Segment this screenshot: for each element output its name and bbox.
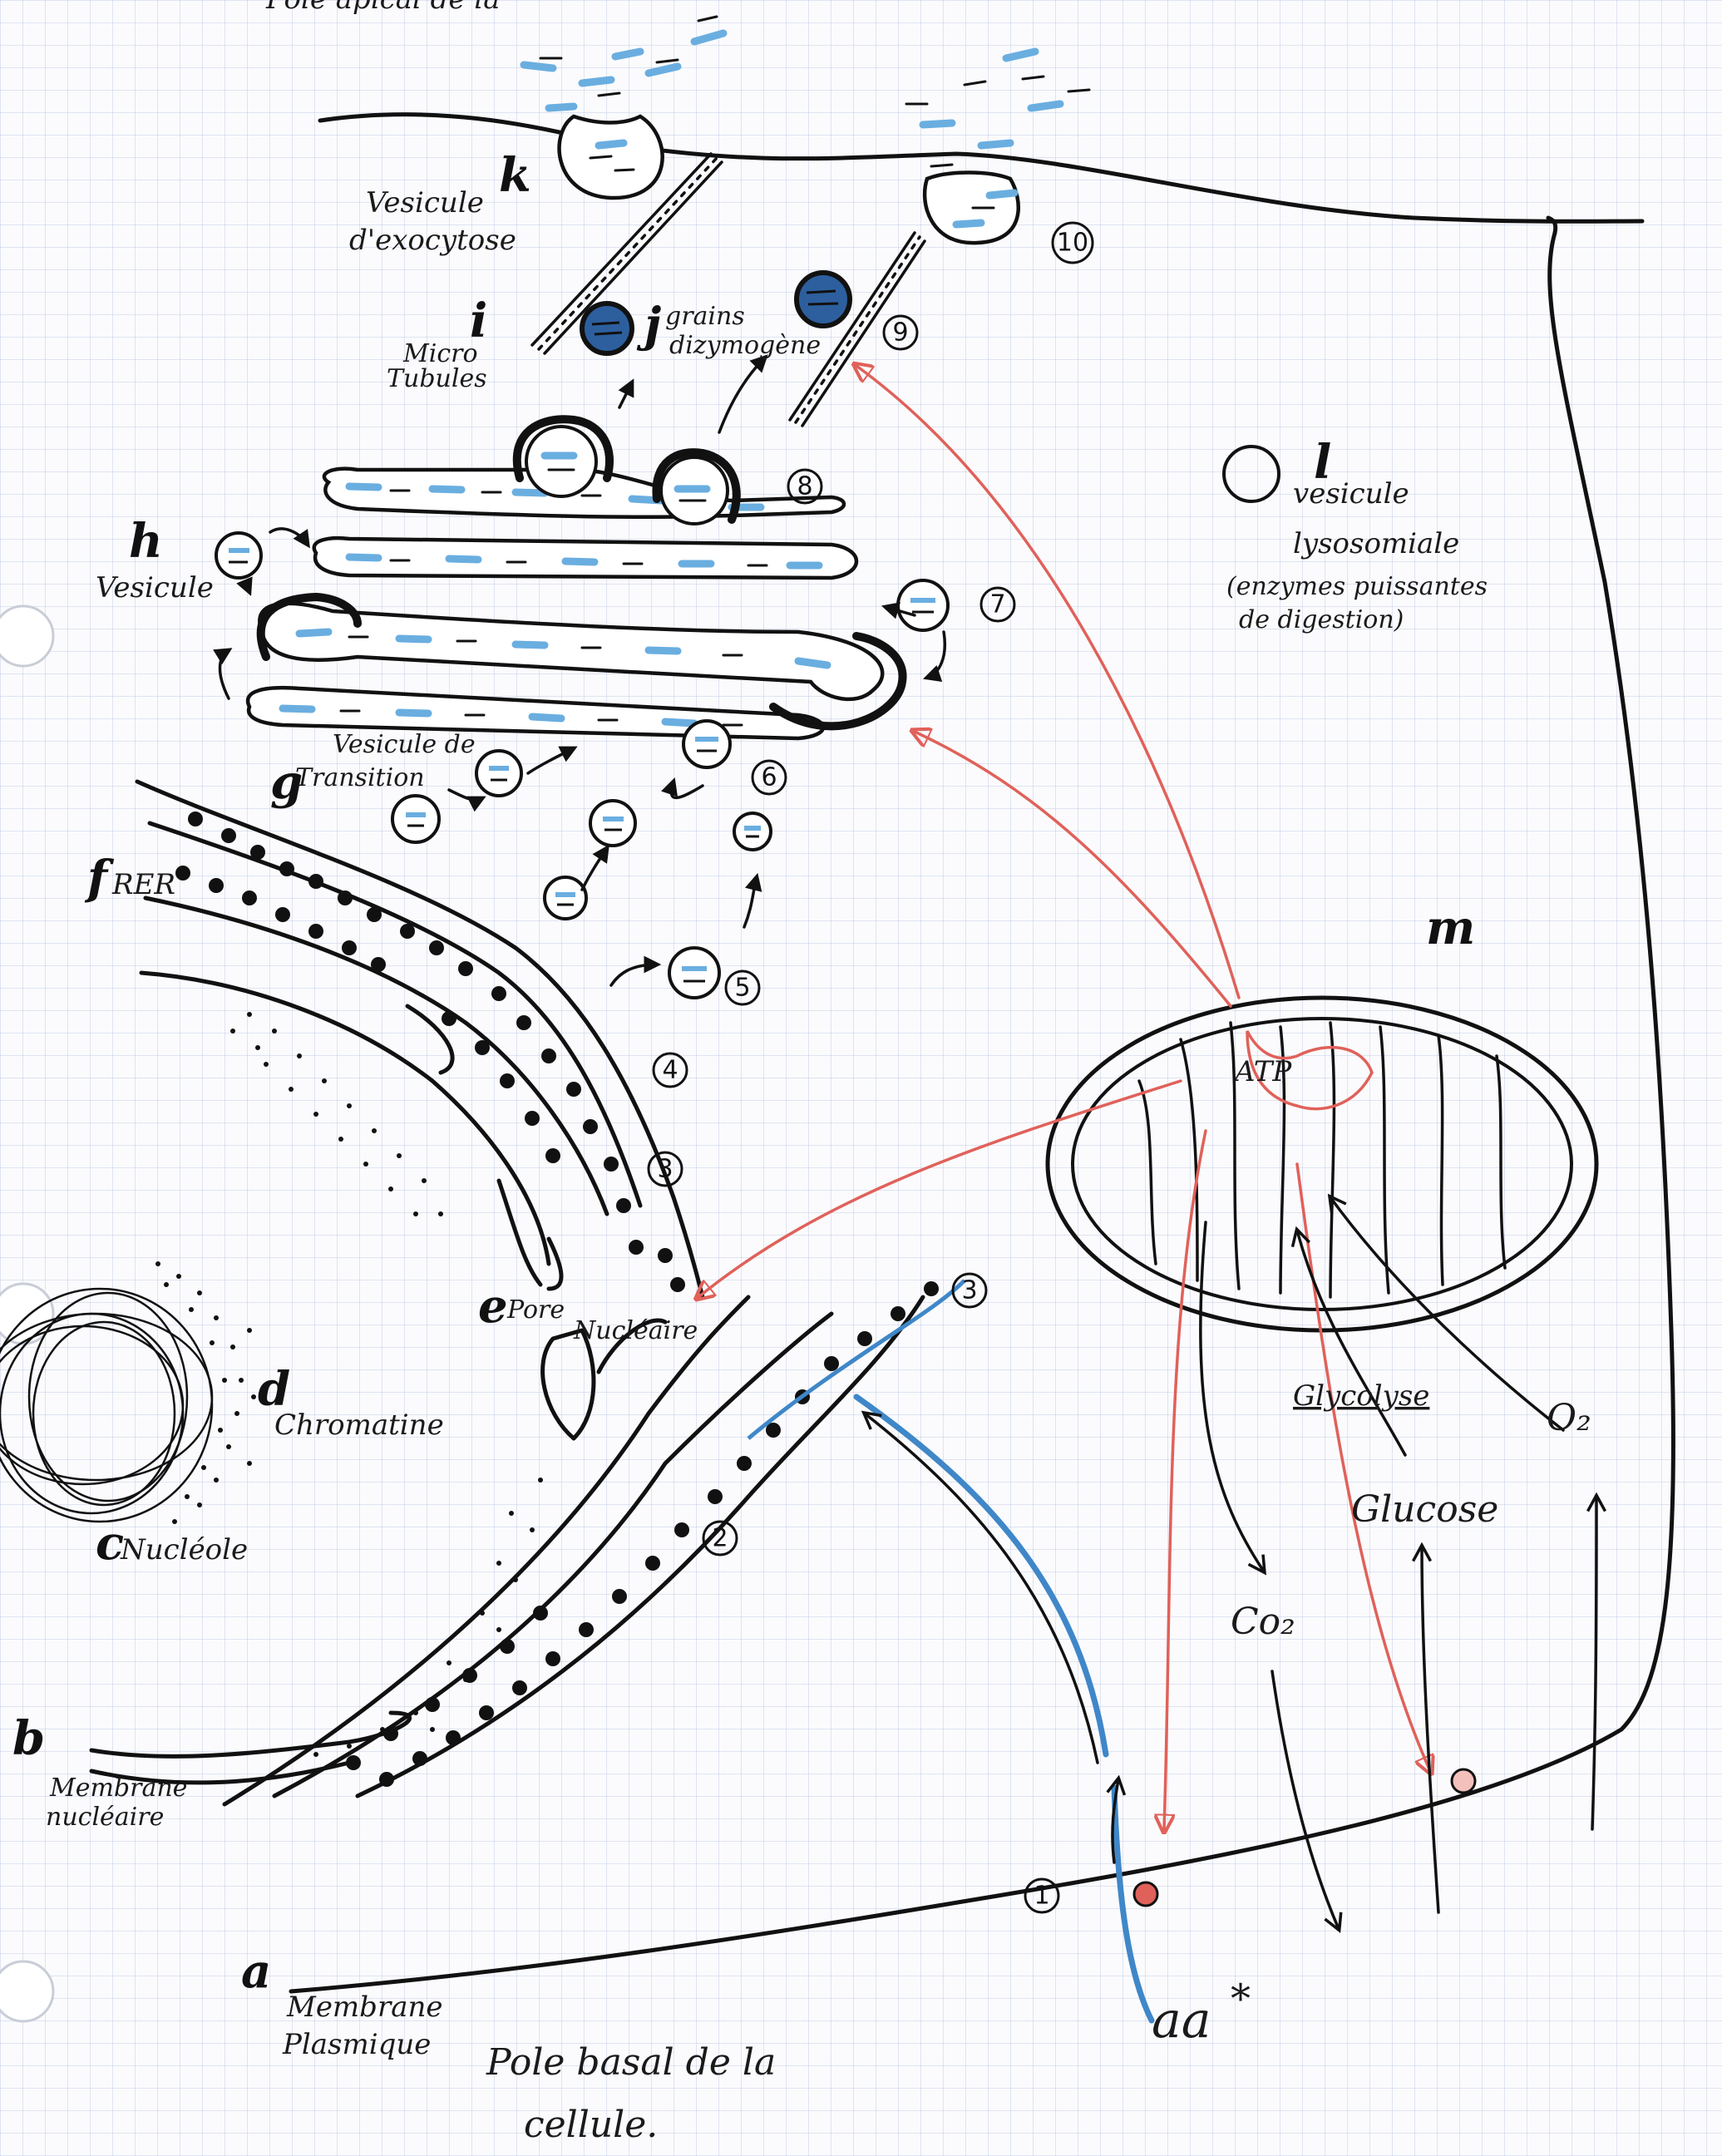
label-k-letter: k — [499, 148, 531, 203]
step-6: 6 — [761, 763, 777, 792]
label-g-line2: Transition — [295, 763, 425, 792]
label-f-text: RER — [111, 868, 175, 901]
step-4: 4 — [662, 1056, 678, 1085]
step-3b: 3 — [961, 1276, 977, 1305]
glycolyse-label: Glycolyse — [1293, 1379, 1429, 1413]
label-k-line2: d'exocytose — [349, 224, 516, 257]
nuclear-envelope-chromatin — [313, 1478, 543, 1757]
step-9: 9 — [892, 318, 908, 348]
label-l-line2: lysosomiale — [1293, 527, 1459, 560]
label-l-line3: (enzymes puissantes — [1226, 572, 1488, 601]
golgi-content-dashes — [283, 486, 827, 725]
label-a-line2: Plasmique — [282, 2028, 431, 2061]
label-h-text: Vesicule — [96, 571, 214, 604]
label-k-line1: Vesicule — [366, 186, 484, 220]
ribosome-free-granules — [230, 1012, 443, 1216]
label-j-letter: j — [636, 298, 661, 353]
label-d-text: Chromatine — [274, 1409, 444, 1442]
label-b-line2: nucléaire — [46, 1803, 164, 1832]
label-e-line1: Pore — [506, 1295, 565, 1325]
label-e-letter: e — [478, 1279, 508, 1334]
lysosome — [1224, 446, 1279, 501]
aa-star: * — [1231, 1976, 1251, 2022]
step-3a: 3 — [657, 1155, 673, 1184]
label-l-line1: vesicule — [1293, 477, 1409, 511]
chromatin — [155, 1261, 256, 1524]
label-g-line1: Vesicule de — [333, 730, 476, 759]
aa-label: aa — [1152, 1991, 1211, 2050]
label-b-letter: b — [12, 1711, 45, 1766]
label-e-line2: Nucléaire — [573, 1316, 698, 1345]
golgi-apparatus — [248, 469, 902, 738]
metabolite-arrows — [1201, 1197, 1596, 1929]
step-10: 10 — [1057, 229, 1088, 258]
pole-basal-line2: cellule. — [524, 2104, 658, 2146]
co2-label: Co₂ — [1231, 1601, 1295, 1643]
ribosomes-lower — [346, 1281, 939, 1787]
label-a-line1: Membrane — [286, 1991, 442, 2024]
rough-endoplasmic-reticulum-lower — [225, 1280, 965, 1804]
rough-endoplasmic-reticulum — [137, 782, 703, 1297]
step-1: 1 — [1034, 1882, 1049, 1911]
pole-basal-line1: Pole basal de la — [486, 2041, 776, 2084]
step-7: 7 — [989, 590, 1005, 619]
atp-label: ATP — [1232, 1055, 1292, 1088]
step-5: 5 — [734, 974, 750, 1003]
labels: a Membrane Plasmique b Membrane nucléair… — [12, 148, 1591, 2146]
label-l-line4: de digestion) — [1239, 605, 1404, 634]
glucose-label: Glucose — [1351, 1488, 1498, 1531]
mitochondrion — [1048, 998, 1596, 1330]
label-h-letter: h — [129, 514, 163, 569]
label-b-line1: Membrane — [49, 1774, 187, 1803]
label-j-line2: dizymogène — [669, 331, 821, 360]
label-m-letter: m — [1426, 900, 1475, 955]
label-i-line2: Tubules — [387, 364, 487, 393]
label-j-line1: grains — [665, 302, 745, 331]
step-8: 8 — [797, 472, 812, 501]
label-c-letter: c — [96, 1516, 124, 1571]
amino-acid-arrow — [856, 1397, 1152, 2020]
exocytosis-vesicles — [524, 17, 1089, 243]
o2-label: O₂ — [1547, 1397, 1591, 1439]
label-c-text: Nucléole — [120, 1533, 248, 1566]
top-cut-text: Pôle apical de la — [265, 0, 501, 16]
label-a-letter: a — [241, 1944, 271, 1999]
label-f-letter: f — [84, 851, 115, 905]
step-2: 2 — [712, 1524, 728, 1553]
